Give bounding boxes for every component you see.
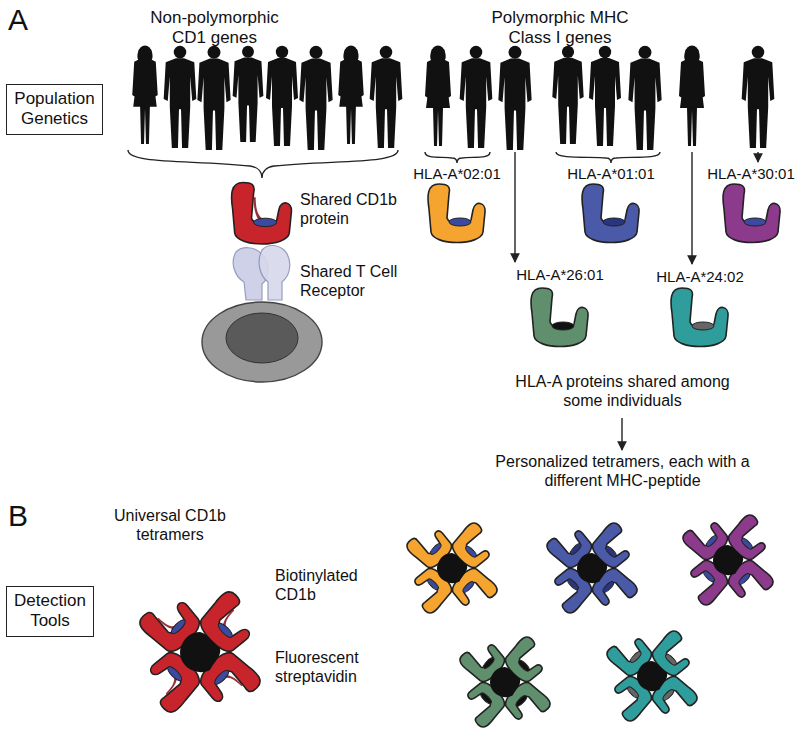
person-silhouette (197, 46, 230, 150)
heading: Polymorphic MHC Class I genes (480, 8, 640, 49)
note: Personalized tetramers, each with a diff… (480, 452, 765, 490)
box-label: Population Genetics (14, 89, 95, 130)
bracket (556, 152, 660, 163)
note: HLA-A proteins shared among some individ… (505, 372, 740, 410)
tetramer (604, 628, 700, 724)
allele-label: HLA-A*01:01 (559, 165, 663, 183)
tetramer (680, 512, 776, 608)
heading: Non-polymorphic CD1 genes (142, 8, 287, 49)
box-label: Detection Tools (14, 591, 86, 632)
nucleus (226, 313, 298, 363)
allele-label: HLA-A*24:02 (648, 268, 752, 286)
arrow (621, 418, 622, 450)
bracket (128, 150, 398, 178)
mhc-protein (582, 184, 639, 243)
allele-label: HLA-A*30:01 (705, 165, 797, 183)
mhc-protein (428, 184, 485, 243)
arrow (514, 152, 515, 262)
callout-label: Universal CD1b tetramers (105, 506, 235, 544)
callout-label: Fluorescent streptavidin (275, 648, 385, 686)
t-cell (202, 302, 322, 382)
person-silhouette (132, 46, 157, 144)
streptavidin (637, 661, 667, 691)
mhc-protein (531, 288, 588, 347)
tetramer (457, 634, 553, 730)
person-silhouette (266, 46, 298, 146)
mhc-protein (671, 288, 728, 347)
tetramer (544, 520, 640, 616)
panel-letter: A (8, 2, 38, 38)
arrow (691, 152, 692, 264)
t-cell-receptor (233, 246, 290, 301)
person-silhouette (370, 46, 403, 148)
person-silhouette (233, 46, 264, 142)
mhc-protein (232, 183, 292, 244)
callout-label: Shared T Cell Receptor (300, 262, 425, 300)
streptavidin (577, 553, 607, 583)
person-silhouette (742, 46, 775, 148)
person-silhouette (299, 46, 332, 150)
person-silhouette (628, 46, 661, 150)
person-silhouette (679, 46, 705, 147)
mhc-protein (723, 184, 780, 243)
person-silhouette (460, 46, 493, 148)
person-silhouette (498, 46, 531, 150)
bracket (425, 152, 490, 163)
label-box: Detection Tools (6, 586, 94, 637)
label-box: Population Genetics (6, 84, 103, 135)
person-silhouette (425, 46, 451, 147)
tetramer (404, 520, 500, 616)
person-silhouette (164, 46, 197, 148)
allele-label: HLA-A*02:01 (405, 165, 509, 183)
person-silhouette (338, 46, 363, 144)
tetramer (136, 588, 263, 715)
person-silhouette (589, 46, 621, 146)
callout-label: Shared CD1b protein (300, 190, 410, 228)
panel-letter: B (8, 498, 38, 534)
callout-label: Biotinylated CD1b (275, 566, 385, 604)
streptavidin (490, 667, 520, 697)
streptavidin (437, 553, 467, 583)
streptavidin (713, 545, 743, 575)
allele-label: HLA-A*26:01 (508, 266, 612, 284)
streptavidin (180, 632, 220, 672)
person-silhouette (552, 46, 583, 144)
arrow (757, 152, 758, 162)
